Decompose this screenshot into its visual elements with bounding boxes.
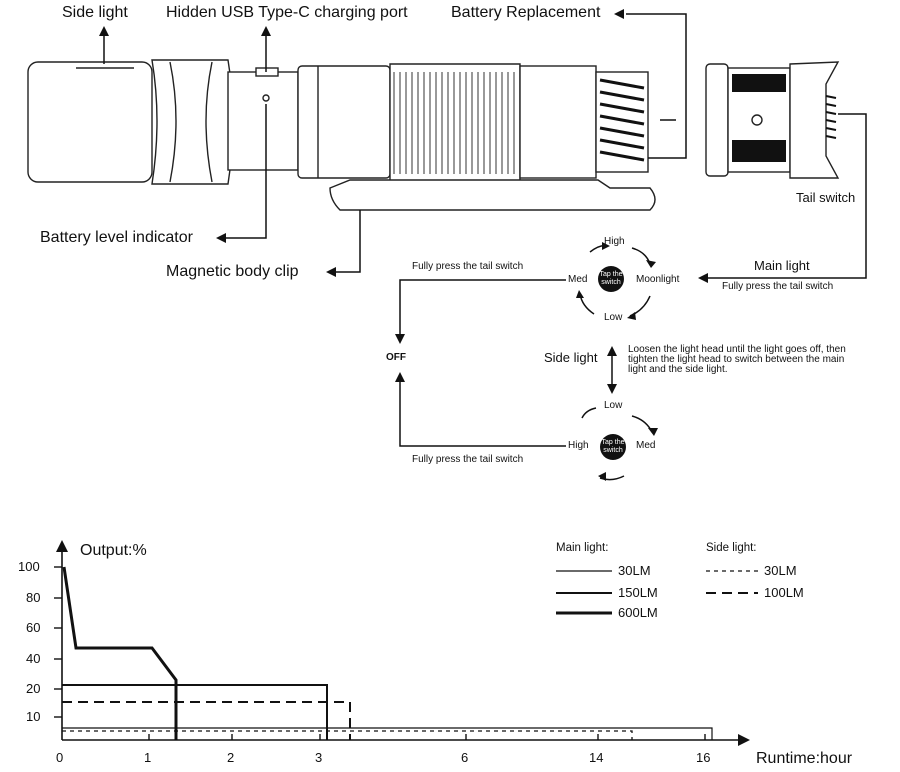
series-150lm bbox=[62, 684, 328, 740]
legend-main-title: Main light: bbox=[556, 542, 609, 554]
press-note-top: Fully press the tail switch bbox=[412, 261, 524, 272]
x-tick-0: 0 bbox=[56, 750, 64, 765]
usb-port-callout: Hidden USB Type-C charging port bbox=[166, 4, 408, 21]
battery-level-indicator-dot bbox=[262, 94, 270, 102]
tap-switch-main-knob: Tap the switch bbox=[598, 266, 624, 292]
x-tick-3: 3 bbox=[315, 750, 323, 765]
main-cycle-med: Med bbox=[568, 274, 588, 285]
legend-side-30lm: 30LM bbox=[764, 563, 797, 578]
side-cycle-low: Low bbox=[604, 400, 623, 411]
side-light-title: Side light bbox=[544, 350, 598, 365]
battery-replacement-callout: Battery Replacement bbox=[451, 4, 601, 21]
legend-main-150lm: 150LM bbox=[618, 585, 658, 600]
body-rear bbox=[519, 65, 597, 179]
main-cycle-moonlight: Moonlight bbox=[636, 274, 680, 285]
off-label: OFF bbox=[386, 352, 406, 363]
legend-main-600lm: 600LM bbox=[618, 605, 658, 620]
press-note-bottom: Fully press the tail switch bbox=[412, 454, 524, 465]
x-tick-14: 14 bbox=[589, 750, 604, 765]
legend-side-100lm: 100LM bbox=[764, 585, 804, 600]
tail-cap-ring bbox=[705, 63, 729, 177]
body-front bbox=[297, 65, 391, 179]
side-light-callout: Side light bbox=[62, 4, 128, 21]
x-tick-1: 1 bbox=[144, 750, 152, 765]
tail-switch-callout: Tail switch bbox=[796, 190, 856, 205]
x-tick-6: 6 bbox=[461, 750, 469, 765]
side-cycle-med: Med bbox=[636, 440, 656, 451]
main-cycle-high: High bbox=[604, 236, 625, 247]
series-30lm-side bbox=[62, 730, 633, 740]
x-tick-2: 2 bbox=[227, 750, 235, 765]
light-head bbox=[27, 61, 153, 183]
y-tick-100: 100 bbox=[18, 559, 40, 574]
loosen-note-1: Loosen the light head until the light go… bbox=[628, 344, 846, 355]
series-100lm-side bbox=[62, 701, 351, 740]
main-cycle-low: Low bbox=[604, 312, 623, 323]
chart-xlabel: Runtime:hour bbox=[756, 750, 853, 767]
y-tick-60: 60 bbox=[26, 620, 41, 635]
series-30lm-main bbox=[62, 727, 713, 740]
body-knurl bbox=[389, 63, 521, 183]
neck bbox=[227, 71, 299, 171]
main-light-title: Main light bbox=[754, 258, 810, 273]
loosen-note-3: light and the side light. bbox=[628, 364, 728, 375]
side-cycle-high: High bbox=[568, 440, 589, 451]
tap-switch-side-knob: Tap the switch bbox=[600, 434, 626, 460]
battery-level-callout: Battery level indicator bbox=[40, 229, 193, 246]
body-clip-callout: Magnetic body clip bbox=[166, 263, 299, 280]
series-600lm bbox=[62, 566, 178, 740]
head-ring bbox=[151, 59, 234, 185]
tail-switch-housing bbox=[789, 61, 840, 179]
main-light-note: Fully press the tail switch bbox=[722, 281, 834, 292]
legend-side-title: Side light: bbox=[706, 542, 757, 554]
y-tick-20: 20 bbox=[26, 681, 41, 696]
body-clip bbox=[329, 179, 656, 211]
chart-ylabel: Output:% bbox=[80, 542, 147, 559]
y-tick-10: 10 bbox=[26, 709, 41, 724]
loosen-note-2: tighten the light head to switch between… bbox=[628, 354, 845, 365]
x-tick-16: 16 bbox=[696, 750, 711, 765]
y-tick-40: 40 bbox=[26, 651, 41, 666]
y-tick-80: 80 bbox=[26, 590, 41, 605]
legend-main-30lm: 30LM bbox=[618, 563, 651, 578]
